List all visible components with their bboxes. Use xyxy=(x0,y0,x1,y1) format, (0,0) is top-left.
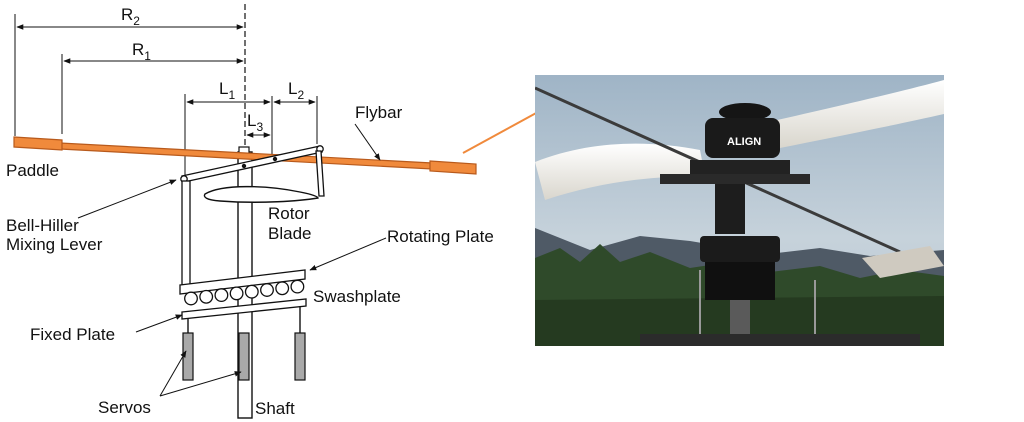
fixed-plate-label: Fixed Plate xyxy=(30,325,115,344)
photo-brand-text: ALIGN xyxy=(727,136,761,148)
bearing-ball xyxy=(184,291,198,306)
rotating-plate-label: Rotating Plate xyxy=(387,227,494,246)
paddle-right xyxy=(429,160,477,175)
r2-label: R2 xyxy=(121,5,140,28)
servo-left xyxy=(182,332,194,381)
r1-label: R1 xyxy=(132,40,151,63)
rotating-plate xyxy=(179,269,306,295)
photo-pointer-line xyxy=(462,111,539,154)
rotor-head-photo: ALIGN xyxy=(535,75,944,346)
paddle-label: Paddle xyxy=(6,161,59,180)
rotor-blade-label-line1: Rotor xyxy=(268,204,310,223)
l3-label: L3 xyxy=(247,111,263,134)
flybar-label: Flybar xyxy=(355,103,403,122)
bearing-ball xyxy=(244,284,259,299)
dimension-l1: L1 xyxy=(184,79,271,176)
shaft-label: Shaft xyxy=(255,399,295,418)
dimension-l2: L2 xyxy=(273,79,318,144)
bearing-ball xyxy=(275,281,290,296)
mixing-lever-label-line2: Mixing Lever xyxy=(6,235,103,254)
dimension-r2: R2 xyxy=(14,5,244,136)
flybar xyxy=(13,136,477,175)
mixing-lever-label-line1: Bell-Hiller xyxy=(6,216,79,235)
bearing-ball xyxy=(229,286,244,301)
servos-label: Servos xyxy=(98,398,151,417)
swashplate xyxy=(179,269,307,320)
paddle-left xyxy=(13,136,63,151)
dimension-r1: R1 xyxy=(61,40,244,134)
bearing-ball xyxy=(199,289,214,304)
mixing-lever-link xyxy=(181,180,191,286)
rotor-blade-label-line2: Blade xyxy=(268,224,311,243)
bearing-ball xyxy=(290,279,305,294)
l2-label: L2 xyxy=(288,79,304,102)
swashplate-label: Swashplate xyxy=(313,287,401,306)
servo-right xyxy=(294,332,306,381)
leader-arrows xyxy=(77,123,387,397)
bearing-ball xyxy=(260,283,274,297)
dimension-l3: L3 xyxy=(246,96,273,158)
l1-label: L1 xyxy=(219,79,235,102)
bearing-balls xyxy=(184,279,305,306)
rotor-blade-airfoil xyxy=(203,185,319,203)
servo-center xyxy=(238,332,250,381)
bearing-ball xyxy=(214,288,229,303)
flybar-link xyxy=(315,150,325,197)
mixing-lever xyxy=(180,145,324,183)
